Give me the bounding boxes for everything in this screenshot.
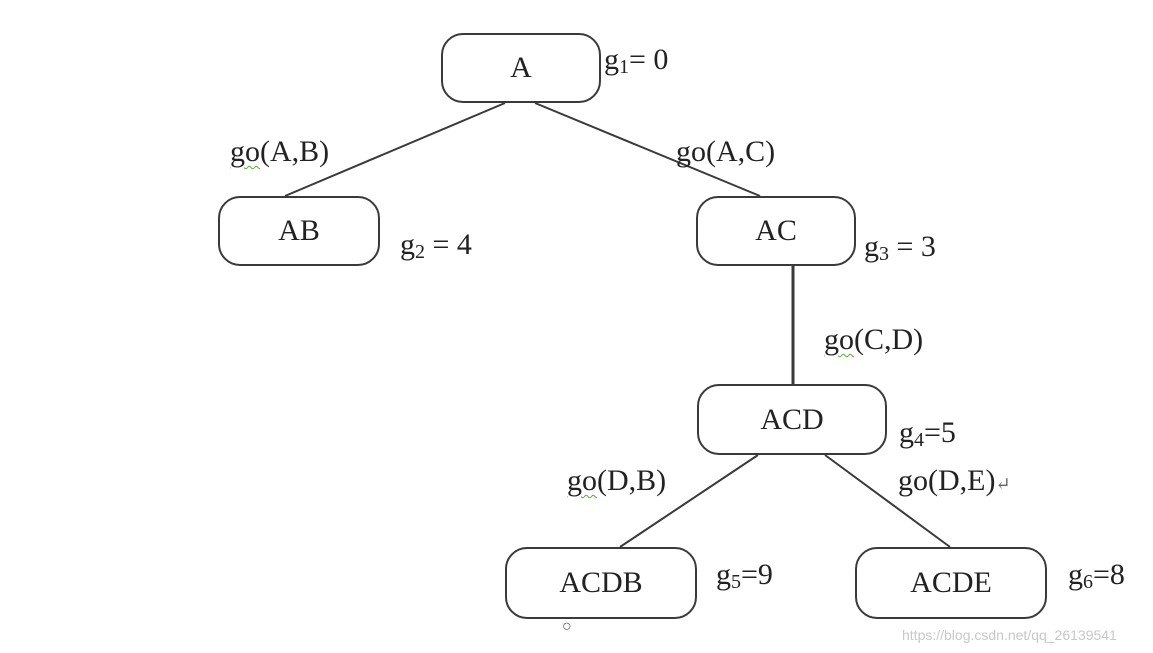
edge-label-a-c: go(A,C) [676,135,776,168]
edge-label-c-d: go(C,D) [824,323,924,356]
node-acd: ACD [697,384,887,455]
edge-label-d-b: go(D,B) [567,464,667,497]
cost-g6: g6=8 [1068,558,1125,593]
edge-label-d-e: go(D,E)↵ [898,464,1011,497]
node-ac: AC [696,196,856,266]
small-circle-mark: ○ [562,618,572,635]
cost-g1: g1= 0 [604,43,669,78]
node-acdb: ACDB [505,547,697,619]
node-ab: AB [218,196,380,266]
node-acd-label: ACD [760,402,824,436]
edge-a-ac [534,102,761,197]
edge-acd-acde [824,454,951,548]
node-a: A [441,33,601,103]
node-a-label: A [510,51,532,84]
watermark: https://blog.csdn.net/qq_26139541 [902,627,1117,643]
cost-g5: g5=9 [716,558,773,593]
node-ab-label: AB [278,214,320,247]
node-ac-label: AC [755,214,797,247]
edge-label-a-b: go(A,B) [230,135,330,168]
return-mark-icon: ↵ [995,474,1011,494]
cost-g4: g4=5 [899,416,956,451]
cost-g3: g3 = 3 [864,230,936,265]
cost-g2: g2 = 4 [400,228,472,263]
node-acdb-label: ACDB [559,566,643,599]
edge-a-ab [284,102,506,197]
node-acde-label: ACDE [910,566,992,599]
node-acde: ACDE [855,547,1047,619]
edge-acd-acdb [619,454,759,548]
